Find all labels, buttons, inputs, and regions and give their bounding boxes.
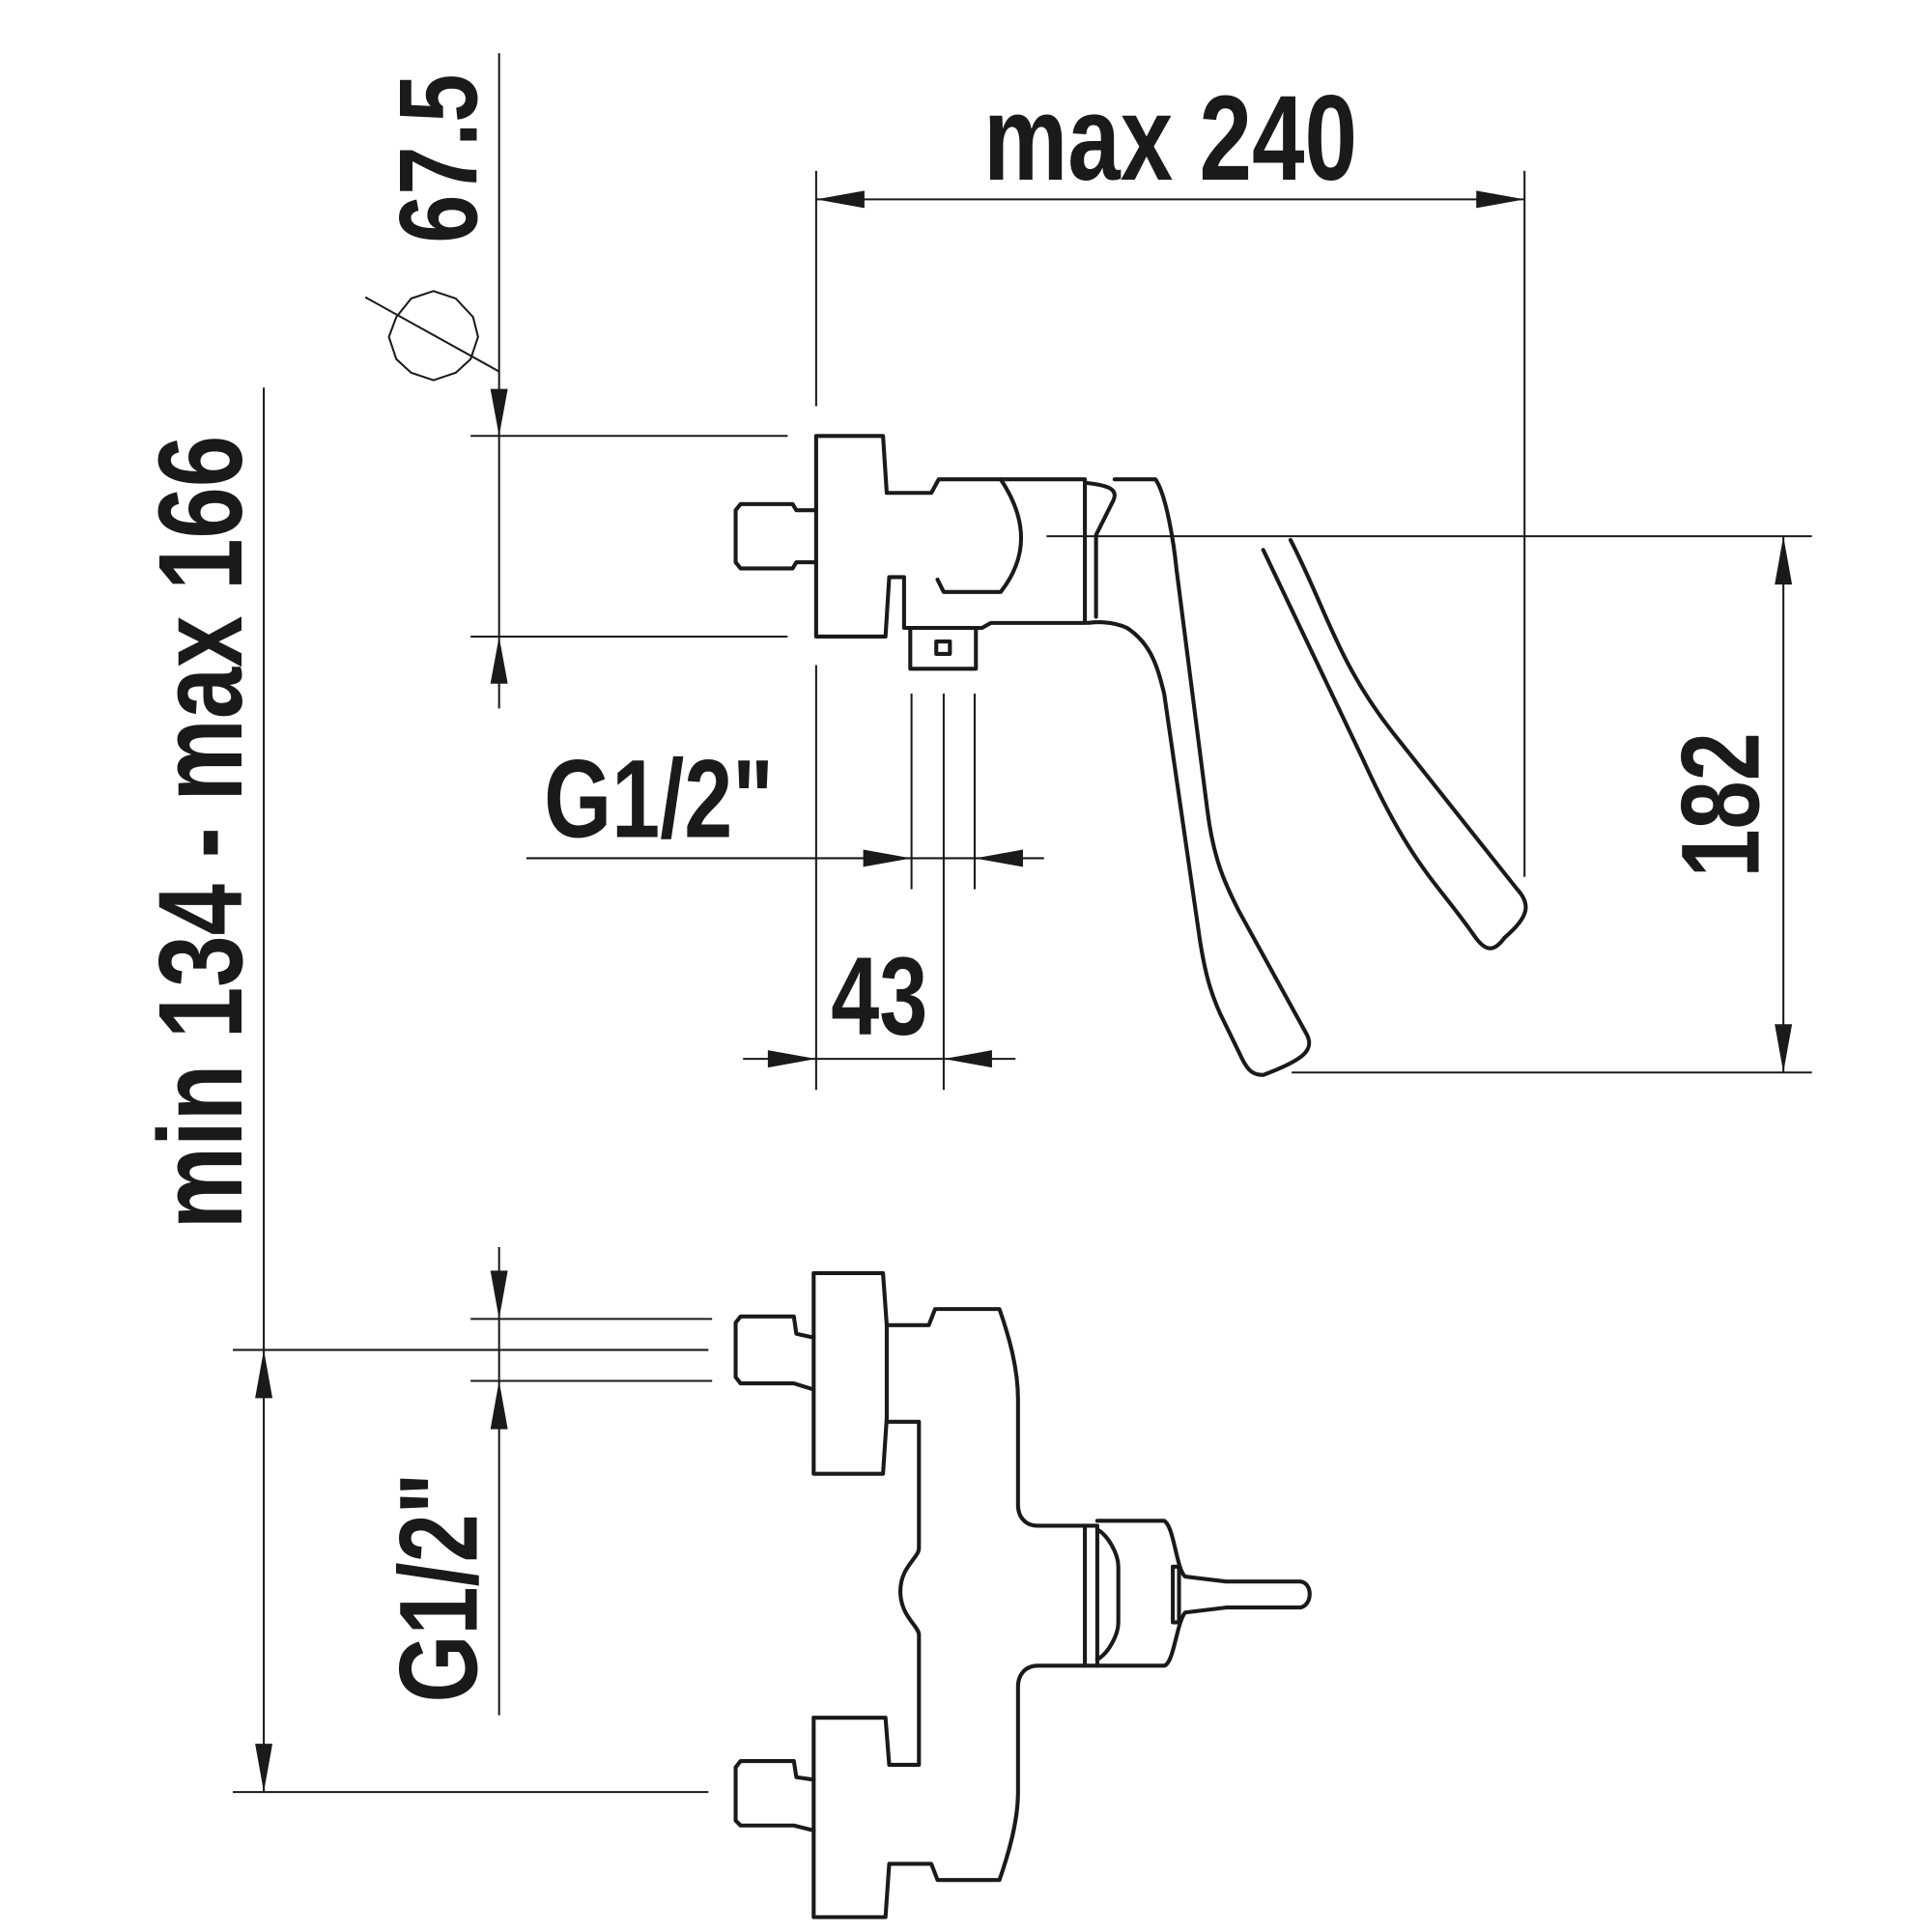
dimension-max-240: max 240 [814, 70, 1526, 877]
dimension-182: 182 [1046, 535, 1812, 1074]
front-inlet-bottom [733, 1759, 816, 1833]
dimension-thread-front: G1/2" [376, 1247, 713, 1716]
arrow-right [1476, 190, 1525, 209]
front-body-connector [811, 1419, 922, 1767]
dimension-thread-side: G1/2" [526, 693, 1044, 890]
side-nut [908, 625, 979, 671]
dimension-inlet-spacing: min 134 - max 166 [135, 387, 709, 1794]
label-diameter-67-5: 67.5 [376, 74, 500, 243]
side-body [813, 434, 1088, 639]
front-handle [1094, 1519, 1312, 1668]
side-body-curve [935, 477, 1024, 594]
front-cartridge-ring [1083, 1523, 1099, 1668]
front-cartridge-curve [1094, 1527, 1121, 1662]
label-43: 43 [831, 933, 927, 1058]
side-view [733, 434, 1528, 1077]
front-body-lower [811, 1663, 1088, 1919]
diameter-symbol-icon [387, 290, 479, 382]
label-182: 182 [1658, 732, 1782, 877]
label-max-240: max 240 [983, 70, 1357, 206]
label-inlet-spacing: min 134 - max 166 [135, 436, 268, 1230]
arrow-left [815, 190, 865, 209]
label-thread-side: G1/2" [544, 736, 774, 861]
side-handle-base [1085, 480, 1117, 619]
label-thread-front: G1/2" [376, 1473, 500, 1703]
dimension-diameter: 67.5 [364, 53, 788, 709]
side-lever-lower [1085, 477, 1312, 1077]
side-inlet-stub [733, 501, 818, 571]
side-nut-square [934, 639, 952, 656]
dimension-43: 43 [743, 665, 1016, 1091]
front-eccentric-top [811, 1270, 890, 1476]
side-lever-raised [1261, 537, 1528, 951]
front-inlet-top [733, 1314, 816, 1392]
front-view [733, 1270, 1312, 1919]
front-handle-collar [1171, 1564, 1181, 1625]
front-body-upper [884, 1307, 1088, 1528]
